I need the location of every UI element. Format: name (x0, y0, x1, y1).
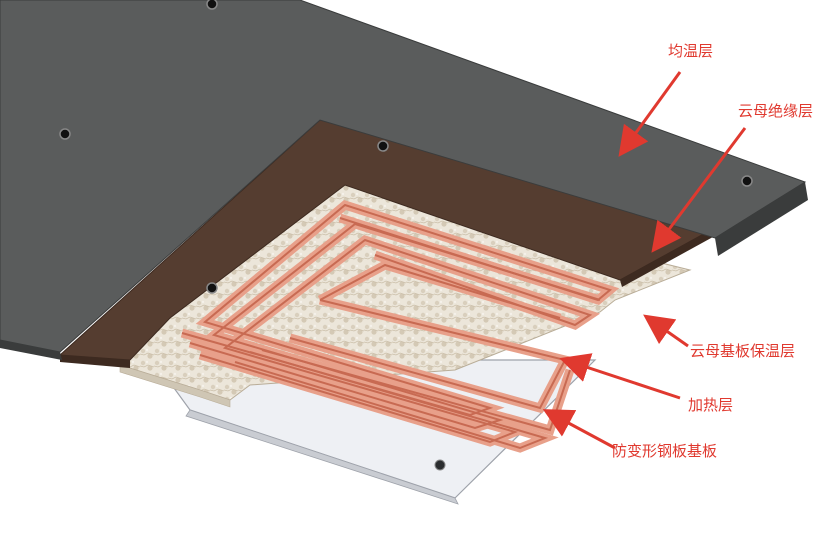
arrow-base-plate (542, 409, 616, 450)
heating-trace (189, 222, 601, 430)
bolt-hole (206, 0, 218, 10)
arrow-mica-substrate (643, 314, 689, 348)
arrow-mica-insulation (651, 127, 747, 253)
base-plate-bolt-hole (434, 459, 446, 471)
bolt-hole (206, 282, 218, 294)
heating-trace (234, 351, 549, 450)
bolt-hole (741, 175, 753, 187)
heating-trace (319, 263, 561, 319)
bolt-hole (377, 140, 389, 152)
label-heating-layer: 加热层 (688, 396, 734, 414)
heating-trace (289, 299, 567, 410)
label-mica-substrate: 云母基板保温层 (690, 342, 796, 360)
label-mica-insulation: 云母绝缘层 (738, 102, 814, 120)
arrow-heating-layer (559, 353, 681, 400)
arrow-top-layer (618, 71, 682, 157)
label-base-plate: 防变形钢板基板 (612, 442, 718, 460)
bolt-hole (59, 128, 71, 140)
top-layer (0, 0, 808, 360)
label-top-layer: 均温层 (668, 42, 714, 60)
heating-trace (181, 203, 613, 417)
annotation-arrows (542, 71, 747, 450)
